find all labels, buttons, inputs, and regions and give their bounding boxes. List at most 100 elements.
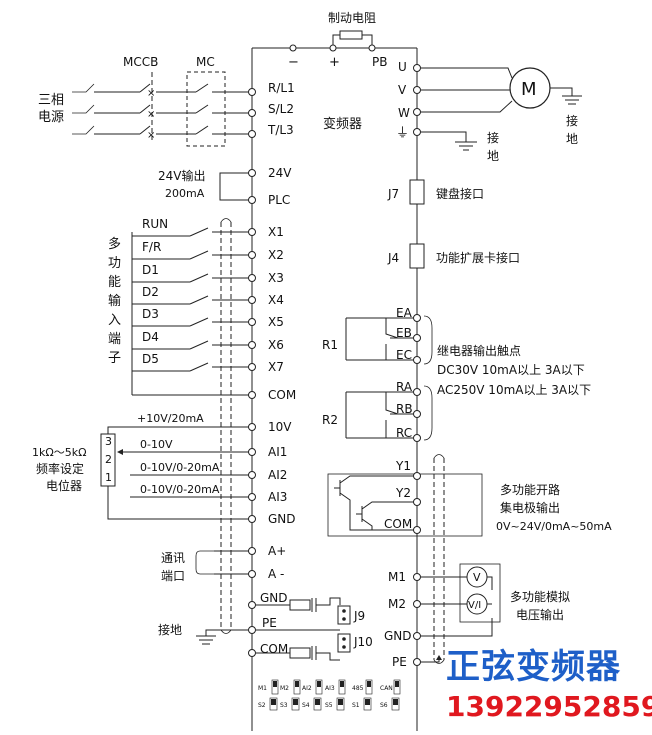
ao-title1: 多功能模拟: [510, 590, 570, 604]
term-ao-pe: PE: [392, 655, 407, 669]
j4-label: 功能扩展卡接口: [436, 250, 520, 265]
connector-j4: J4 功能扩展卡接口: [387, 243, 520, 269]
analog-terminal-label: AI2: [268, 468, 287, 482]
dip-top-label: AI3: [325, 685, 335, 692]
term-y2: Y2: [395, 486, 411, 500]
term-m1: M1: [388, 570, 406, 584]
term-a-minus: A -: [268, 567, 284, 581]
ai2-range: 0-10V/0-20mA: [140, 461, 220, 474]
input-terminal-label: COM: [268, 388, 296, 402]
meter-vi-label: V/I: [468, 600, 481, 611]
relay-r2-label: R2: [322, 413, 338, 427]
input-terminal-label: X1: [268, 225, 284, 239]
output-term-v: V: [398, 83, 407, 97]
breaker-contact-x-icon: ×: [147, 130, 155, 141]
oc-spec: 0V~24V/0mA~50mA: [496, 520, 612, 533]
term-oc-com: COM: [384, 517, 412, 531]
shield-gnd-label: GND: [260, 591, 288, 605]
j10-tag: J10: [353, 635, 373, 649]
connector-j7: J7 键盘接口: [387, 179, 484, 205]
j7-tag: J7: [387, 187, 399, 201]
multi-input-char: 功: [108, 256, 121, 271]
multi-input-char: 子: [108, 351, 121, 366]
input-terminal-label: X5: [268, 315, 284, 329]
analog-terminal-label: AI3: [268, 490, 287, 504]
pot-pin3: 3: [105, 435, 112, 448]
input-term-t: T/L3: [267, 123, 294, 137]
pot-line2: 频率设定: [36, 461, 84, 476]
relay-terminal-label: EA: [396, 306, 413, 320]
input-terminal-label: X4: [268, 293, 284, 307]
power-source-line1: 三相: [38, 93, 64, 108]
voltmeter-icon: [466, 566, 488, 588]
comm-label2: 端口: [161, 569, 185, 583]
oc-title1: 多功能开路: [500, 482, 560, 497]
input-switch-label: F/R: [142, 240, 161, 254]
pot-line3: 电位器: [46, 478, 82, 493]
input-terminal-label: X3: [268, 271, 284, 285]
input-terminal-label: X6: [268, 338, 284, 352]
relay-title: 继电器输出触点: [437, 343, 521, 358]
multi-input-char: 端: [108, 332, 121, 347]
relay-spec1: DC30V 10mA以上 3A以下: [437, 363, 585, 377]
multi-input-char: 多: [108, 236, 121, 252]
ai3-range: 0-10V/0-20mA: [140, 483, 220, 496]
dip-top-label: 485: [352, 685, 364, 692]
dip-top-label: AI2: [302, 685, 312, 692]
analog-inputs: +10V/20mA 0-10V 0-10V/0-20mA 0-10V/0-20m…: [107, 412, 296, 526]
brand-footer: 正弦变频器 13922952859: [446, 647, 652, 723]
pot-pin2: 2: [105, 453, 112, 466]
analog-terminal-label: 10V: [268, 420, 292, 434]
brand-phone: 13922952859: [446, 690, 652, 723]
supply24-label1: 24V输出: [158, 168, 205, 183]
inverter-earth: ⏚ 接 地: [396, 126, 499, 163]
brand-name: 正弦变频器: [446, 647, 621, 687]
input-switch-label: D3: [142, 307, 159, 321]
inv-earth-label1: 接: [487, 130, 499, 145]
inverter-label: 变频器: [323, 116, 362, 132]
ai1-range: 0-10V: [140, 438, 173, 451]
relay-terminal-label: RC: [396, 426, 412, 440]
breaker-contact-x-icon: ×: [147, 88, 155, 99]
power-source: 三相 电源 MCCB MC: [38, 55, 226, 147]
input-switch-label: D1: [142, 263, 159, 277]
analog-terminal-label: AI1: [268, 445, 287, 459]
breaker-contact-x-icon: ×: [147, 109, 155, 120]
brake-resistor-label: 制动电阻: [328, 11, 376, 25]
shield-pe-label: PE: [262, 616, 277, 630]
supply-24v: 24V输出 200mA 24V PLC: [158, 166, 292, 207]
j9-tag: J9: [353, 609, 365, 623]
comm-port: 通讯 端口 A+ A -: [161, 544, 286, 583]
power-source-line2: 电源: [38, 110, 64, 125]
dip-bottom-label: S2: [258, 702, 266, 709]
motor-output: U V W M 接 地: [398, 60, 582, 146]
pot-line1: 1kΩ～5kΩ: [32, 446, 87, 459]
shield-com-label: COM: [260, 642, 288, 656]
earth-symbol-icon: ⏚: [396, 126, 409, 141]
mc-label: MC: [196, 55, 215, 69]
term-24v: 24V: [268, 166, 292, 180]
input-switch-label: D5: [142, 352, 159, 366]
open-collector: Y1 Y2 COM 多功能开路 集电极输出 0V~24V/0mA~50mA: [327, 454, 612, 664]
dip-bottom-label: S3: [280, 702, 288, 709]
ao-title2: 电压输出: [516, 607, 564, 622]
relay-terminal-label: RB: [396, 402, 413, 416]
pot-pin1: 1: [105, 471, 112, 484]
relay-terminal-label: RA: [396, 380, 413, 394]
relay-terminal-label: EB: [396, 326, 412, 340]
dip-bottom-label: S5: [325, 702, 333, 709]
motor-earth-label2: 地: [566, 132, 578, 146]
oc-title2: 集电极输出: [500, 500, 560, 515]
dip-bottom-label: S6: [380, 702, 388, 709]
input-terminal-label: X2: [268, 248, 284, 262]
multi-input-char: 入: [108, 313, 121, 328]
meter-v-label: V: [473, 571, 481, 584]
shield-jumpers: GND PE COM J9 J10 接地: [158, 591, 373, 661]
inv-earth-label2: 地: [487, 149, 499, 163]
potentiometer: 1kΩ～5kΩ 频率设定 电位器 3 2 1: [32, 433, 123, 493]
